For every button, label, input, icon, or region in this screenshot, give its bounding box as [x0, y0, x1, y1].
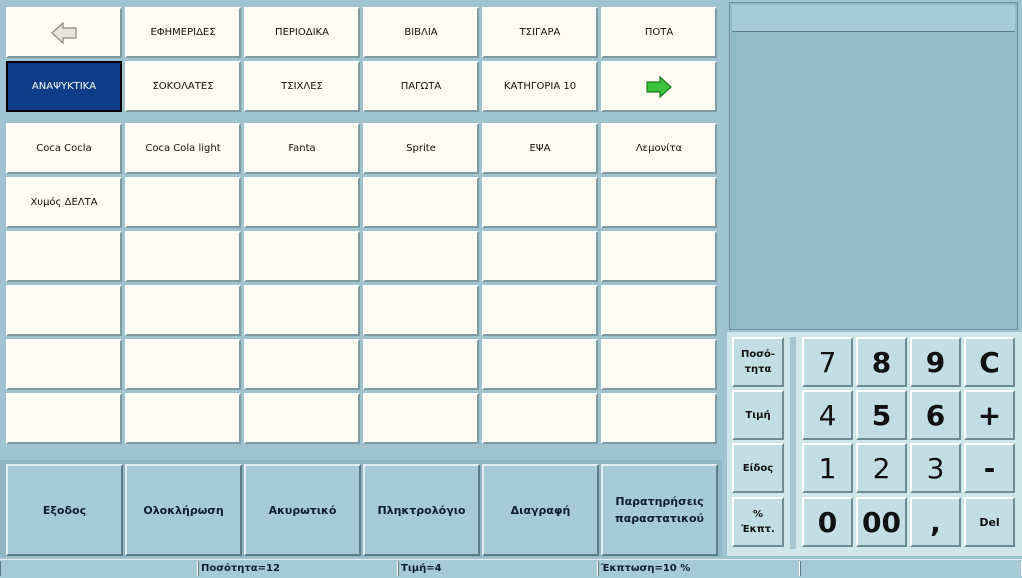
category-button[interactable]: ΠΕΡΙΟΔΙΚΑ — [244, 7, 360, 58]
discount-label-line1: % — [752, 509, 764, 520]
key-delete[interactable]: Del — [964, 497, 1015, 547]
category-button[interactable]: ΤΣΙΓΑΡΑ — [482, 7, 598, 58]
product-button[interactable] — [6, 285, 122, 336]
product-button[interactable]: Λεμονίτα — [601, 123, 717, 174]
status-quantity: Ποσότητα=12 — [198, 561, 398, 576]
product-button[interactable] — [6, 231, 122, 282]
product-button[interactable]: ΕΨΑ — [482, 123, 598, 174]
back-button[interactable] — [6, 7, 122, 58]
price-function-button[interactable]: Τιμή — [732, 390, 784, 440]
product-button[interactable] — [125, 393, 241, 444]
product-button[interactable] — [601, 177, 717, 228]
remarks-label-line2: παραστατικού — [615, 512, 704, 525]
key-1[interactable]: 1 — [802, 443, 853, 493]
category-button[interactable]: ΒΙΒΛΙΑ — [363, 7, 479, 58]
product-button[interactable] — [601, 231, 717, 282]
product-button[interactable] — [363, 231, 479, 282]
product-button[interactable]: Χυμός ΔΕΛΤΑ — [6, 177, 122, 228]
product-button[interactable] — [482, 393, 598, 444]
product-button[interactable] — [363, 339, 479, 390]
category-button-selected[interactable]: ΑΝΑΨΥΚΤΙΚΑ — [6, 61, 122, 112]
receipt-panel — [729, 2, 1018, 330]
delete-button[interactable]: Διαγραφή — [482, 464, 599, 556]
product-button[interactable] — [244, 393, 360, 444]
keyboard-button[interactable]: Πληκτρολόγιο — [363, 464, 480, 556]
keypad-divider — [790, 337, 796, 549]
key-0[interactable]: 0 — [802, 497, 853, 547]
category-button[interactable]: ΚΑΤΗΓΟΡΙΑ 10 — [482, 61, 598, 112]
product-button[interactable] — [482, 177, 598, 228]
key-6[interactable]: 6 — [910, 390, 961, 440]
item-function-button[interactable]: Είδος — [732, 443, 784, 493]
product-button[interactable] — [125, 339, 241, 390]
category-button[interactable]: ΠΑΓΩΤΑ — [363, 61, 479, 112]
category-button[interactable]: ΣΟΚΟΛΑΤΕΣ — [125, 61, 241, 112]
quantity-function-button[interactable]: Ποσό- τητα — [732, 337, 784, 387]
remarks-label-line1: Παρατηρήσεις — [615, 495, 704, 508]
product-button[interactable] — [125, 177, 241, 228]
remarks-button[interactable]: Παρατηρήσεις παραστατικού — [601, 464, 718, 556]
product-button[interactable] — [363, 177, 479, 228]
key-clear[interactable]: C — [964, 337, 1015, 387]
status-price: Τιμή=4 — [398, 561, 598, 576]
category-button[interactable]: ΠΟΤΑ — [601, 7, 717, 58]
product-button[interactable] — [125, 231, 241, 282]
product-button[interactable]: Coca Cola light — [125, 123, 241, 174]
status-bar: Ποσότητα=12 Τιμή=4 Έκπτωση=10 % — [0, 559, 1022, 578]
status-cell-empty — [800, 561, 1022, 576]
key-minus[interactable]: - — [964, 443, 1015, 493]
key-00[interactable]: 00 — [856, 497, 907, 547]
key-2[interactable]: 2 — [856, 443, 907, 493]
quantity-label-line1: Ποσό- — [740, 349, 776, 360]
product-button[interactable] — [6, 339, 122, 390]
key-5[interactable]: 5 — [856, 390, 907, 440]
discount-label-line2: Έκπτ. — [741, 524, 775, 535]
product-button[interactable] — [482, 231, 598, 282]
product-button[interactable]: Coca Cocla — [6, 123, 122, 174]
arrow-right-icon — [645, 75, 673, 99]
product-button[interactable] — [244, 285, 360, 336]
category-button[interactable]: ΤΣΙΧΛΕΣ — [244, 61, 360, 112]
receipt-header — [732, 5, 1015, 32]
status-cell-empty — [0, 561, 198, 576]
key-8[interactable]: 8 — [856, 337, 907, 387]
key-4[interactable]: 4 — [802, 390, 853, 440]
key-plus[interactable]: + — [964, 390, 1015, 440]
product-button[interactable] — [244, 231, 360, 282]
product-button[interactable] — [363, 393, 479, 444]
product-button[interactable] — [482, 285, 598, 336]
key-7[interactable]: 7 — [802, 337, 853, 387]
category-button[interactable]: ΕΦΗΜΕΡΙΔΕΣ — [125, 7, 241, 58]
product-button[interactable] — [601, 339, 717, 390]
forward-button[interactable] — [601, 61, 717, 112]
product-button[interactable] — [363, 285, 479, 336]
product-button[interactable] — [244, 177, 360, 228]
discount-function-button[interactable]: % Έκπτ. — [732, 497, 784, 547]
status-discount: Έκπτωση=10 % — [598, 561, 800, 576]
key-9[interactable]: 9 — [910, 337, 961, 387]
product-button[interactable] — [244, 339, 360, 390]
product-button[interactable]: Sprite — [363, 123, 479, 174]
product-button[interactable] — [601, 285, 717, 336]
key-comma[interactable]: , — [910, 497, 961, 547]
key-3[interactable]: 3 — [910, 443, 961, 493]
product-button[interactable]: Fanta — [244, 123, 360, 174]
product-button[interactable] — [601, 393, 717, 444]
exit-button[interactable]: Εξοδος — [6, 464, 123, 556]
product-button[interactable] — [6, 393, 122, 444]
arrow-left-icon — [50, 21, 78, 45]
product-button[interactable] — [482, 339, 598, 390]
void-button[interactable]: Ακυρωτικό — [244, 464, 361, 556]
quantity-label-line2: τητα — [744, 364, 772, 375]
product-button[interactable] — [125, 285, 241, 336]
complete-button[interactable]: Ολοκλήρωση — [125, 464, 242, 556]
